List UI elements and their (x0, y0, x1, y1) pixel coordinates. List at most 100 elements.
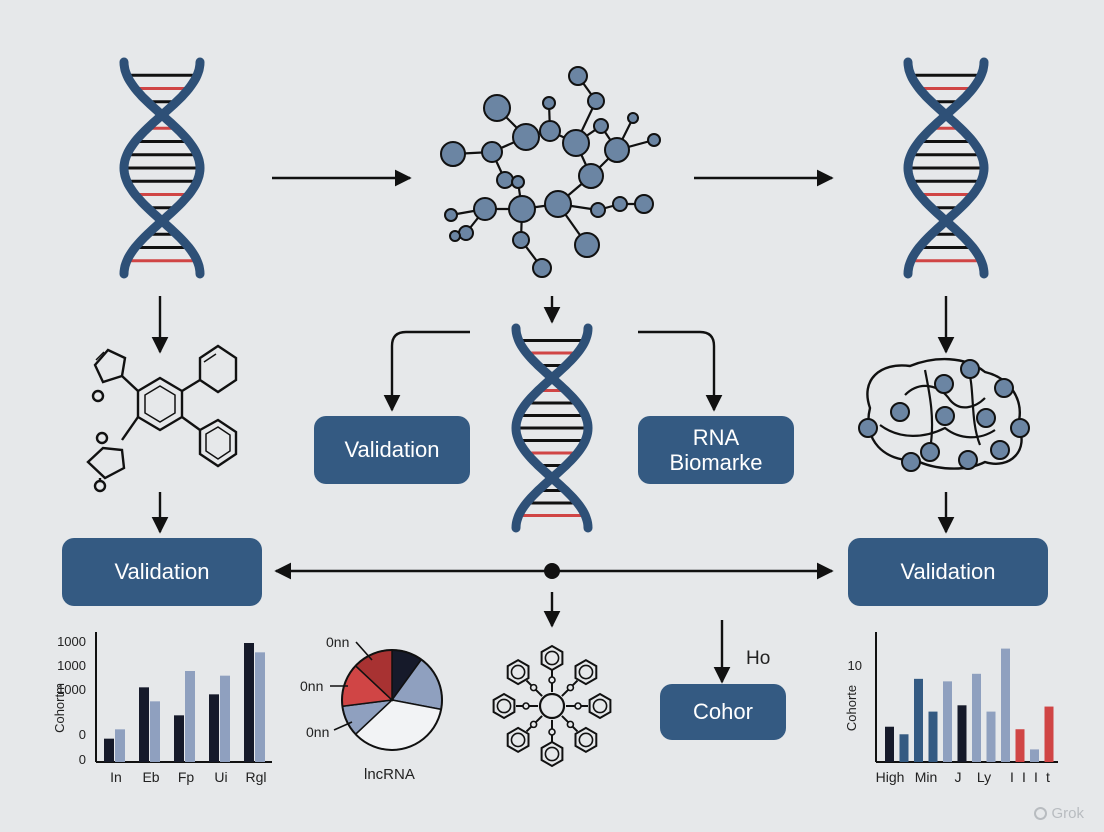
atom (574, 702, 582, 710)
dna-helix-icon (903, 57, 989, 279)
molecular-network-icon (440, 66, 661, 278)
benzene-ring-inner (592, 698, 608, 714)
network-node (568, 66, 588, 86)
network-node (496, 171, 514, 189)
bar (1030, 749, 1039, 762)
benzene-ring-inner (510, 664, 526, 680)
pie-chart-icon (330, 641, 443, 751)
chemical-structure-icon (86, 344, 238, 493)
bar (1001, 648, 1010, 762)
benzene-ring-inner (496, 698, 512, 714)
validation-box-left: Validation (62, 538, 262, 606)
network-node (449, 230, 461, 242)
bar (209, 694, 219, 762)
network-node (627, 112, 639, 124)
network-node (590, 202, 606, 218)
cohort-label: Cohor (693, 699, 753, 725)
pie-callout-label: 0nn (300, 678, 324, 694)
network-node (444, 208, 458, 222)
benzene-ring-inner (578, 664, 594, 680)
network-node (440, 141, 466, 167)
atom (548, 676, 556, 684)
atom (522, 702, 530, 710)
x-tick-label: Ui (214, 769, 227, 785)
y-axis-label: Cohorte (844, 685, 859, 731)
ho-label: Ho (746, 648, 771, 669)
y-tick-label: 10 (848, 658, 862, 673)
atom (566, 720, 575, 729)
benzene-ring-icon (492, 644, 612, 768)
x-tick-label: I (1022, 769, 1026, 785)
grok-watermark: Grok (1034, 805, 1084, 822)
validation-label: Validation (344, 437, 440, 463)
callout-line (355, 641, 373, 661)
dna-helix-icon (511, 323, 593, 533)
network-node (578, 163, 604, 189)
watermark-text: Grok (1051, 805, 1084, 822)
network-node (483, 94, 511, 122)
y-tick-label: 1000 (57, 634, 86, 649)
bar (115, 729, 125, 762)
x-tick-label: High (876, 769, 905, 785)
cohort-box: Cohor (660, 684, 786, 740)
bar (139, 687, 149, 762)
rna-biomarker-box: RNA Biomarke (638, 416, 794, 484)
helix-strand (903, 57, 989, 279)
arrow-icon (638, 330, 723, 412)
pie-caption: lncRNA (364, 766, 415, 783)
bar (914, 678, 923, 762)
benzene-ring (506, 726, 530, 754)
helix-strand (511, 323, 593, 533)
x-tick-label: Ly (977, 769, 991, 785)
bar (986, 711, 996, 762)
network-node (604, 137, 630, 163)
bar (972, 673, 981, 762)
network-node (532, 258, 552, 278)
y-axis-label: Cohortm (52, 683, 67, 733)
bar (943, 681, 952, 762)
network-node (574, 232, 600, 258)
network-node (634, 194, 654, 214)
bar (1044, 706, 1054, 762)
grok-logo-icon (1034, 807, 1048, 820)
network-node (458, 225, 474, 241)
x-tick-label: Eb (142, 769, 159, 785)
network-node (542, 96, 556, 110)
bar (885, 726, 894, 762)
x-tick-label: Min (915, 769, 938, 785)
rna-label: RNA (692, 424, 740, 450)
benzene-ring (574, 658, 598, 686)
network-node (562, 129, 590, 157)
bar (255, 652, 265, 762)
junction-dot (544, 563, 560, 579)
biomarker-label: Biomarke (669, 450, 763, 475)
benzene-ring (506, 658, 530, 686)
benzene-ring-inner (578, 732, 594, 748)
network-node (511, 175, 525, 189)
pie-callout-label: 0nn (326, 634, 350, 650)
network-node (587, 92, 605, 110)
x-tick-label: Fp (178, 769, 195, 785)
network-node (593, 118, 609, 134)
helix-strand (119, 57, 205, 279)
helix-strand (511, 323, 593, 533)
network-node (508, 195, 536, 223)
helix-strand (119, 57, 205, 279)
x-tick-label: I (1034, 769, 1038, 785)
bar (928, 711, 938, 762)
x-tick-label: J (955, 769, 962, 785)
benzene-ring (588, 692, 612, 720)
network-node (512, 123, 540, 151)
validation-label: Validation (900, 559, 996, 585)
benzene-ring (540, 740, 564, 768)
bar (957, 705, 967, 762)
arrow-icon (383, 330, 470, 412)
network-node (512, 231, 530, 249)
helix-strand (903, 57, 989, 279)
bar (185, 671, 195, 762)
validation-box-center: Validation (314, 416, 470, 484)
network-node (473, 197, 497, 221)
benzene-ring (492, 692, 516, 720)
callout-line (333, 721, 353, 731)
